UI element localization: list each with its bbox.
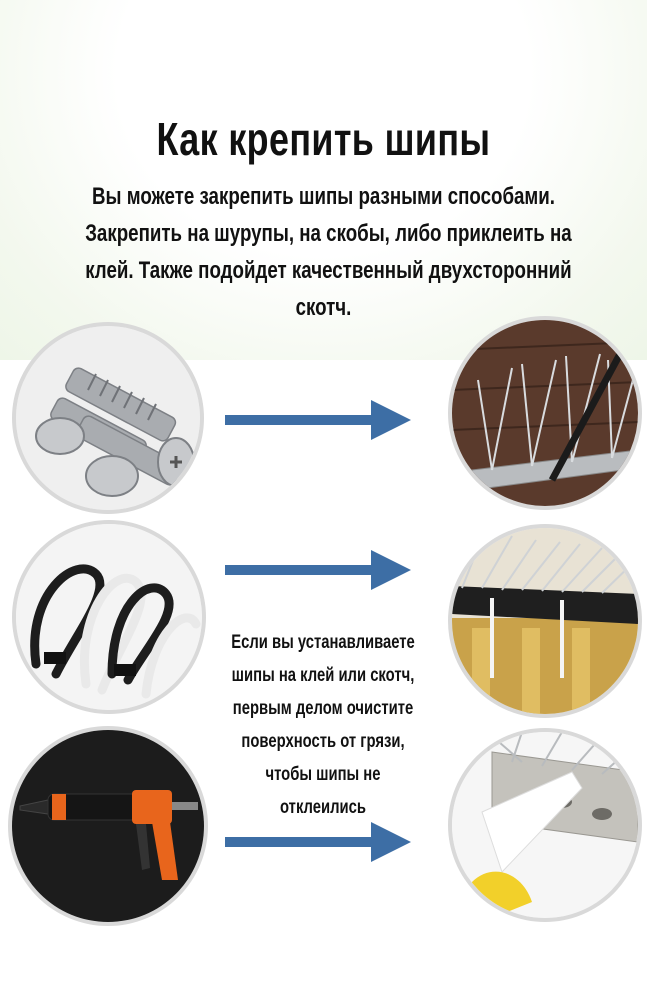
- right-arrow-icon: [225, 550, 411, 590]
- intro-line: Закрепить на шурупы, на скобы, либо прик…: [85, 220, 572, 247]
- page-title: Как крепить шипы: [156, 113, 491, 165]
- header-background: [0, 0, 647, 360]
- spikes-on-wood-image: [452, 320, 638, 506]
- intro-line: скотч.: [295, 294, 352, 321]
- spikes-on-fence-image: [452, 528, 638, 714]
- right-arrow-icon: [225, 822, 411, 862]
- note-line: поверхность от грязи,: [241, 731, 405, 752]
- cable-ties-icon: [16, 524, 202, 710]
- spikes-with-glue-icon: [452, 732, 638, 918]
- intro-line: клей. Также подойдет качественный двухст…: [85, 257, 572, 284]
- intro-line: Вы можете закрепить шипы разными способа…: [92, 183, 555, 210]
- spikes-with-glue-image: [452, 732, 638, 918]
- glue-tip-text: Если вы устанавливаете шипы на клей или …: [226, 626, 421, 824]
- note-line: чтобы шипы не: [265, 764, 381, 785]
- note-line: Если вы устанавливаете: [231, 632, 415, 653]
- note-line: отклеились: [280, 797, 366, 818]
- intro-text: Вы можете закрепить шипы разными способа…: [85, 178, 572, 326]
- glue-gun-image: [12, 730, 204, 922]
- screws-icon: [16, 326, 200, 510]
- right-arrow-icon: [225, 400, 411, 440]
- spikes-on-wood-icon: [452, 320, 638, 506]
- note-line: шипы на клей или скотч,: [231, 665, 415, 686]
- glue-gun-icon: [12, 730, 204, 922]
- spikes-on-fence-icon: [452, 528, 638, 714]
- screws-image: [16, 326, 200, 510]
- note-line: первым делом очистите: [232, 698, 414, 719]
- cable-ties-image: [16, 524, 202, 710]
